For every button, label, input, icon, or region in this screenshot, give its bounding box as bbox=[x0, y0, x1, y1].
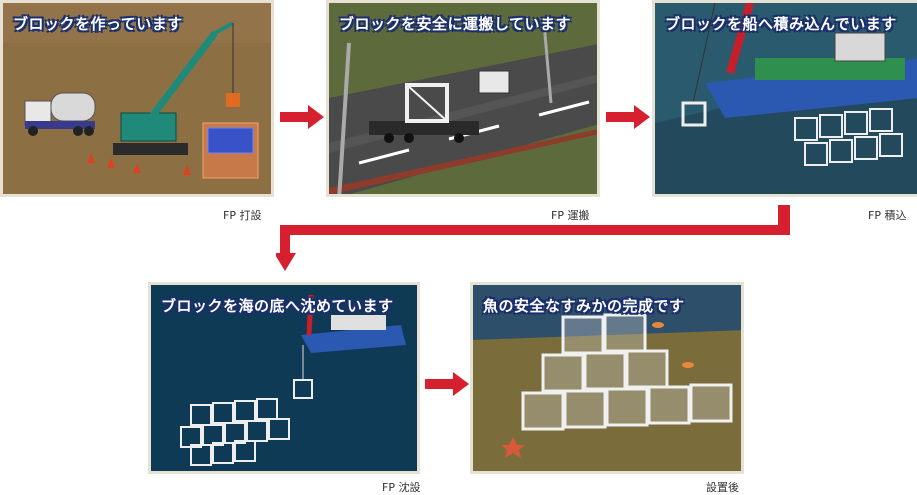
step-caption: FP 打設 bbox=[223, 209, 262, 222]
step-title: ブロックを安全に運搬しています bbox=[339, 15, 572, 33]
right-arrow-icon bbox=[606, 105, 650, 129]
connector-arrow-icon bbox=[276, 205, 790, 271]
loading-scene-illustration bbox=[655, 3, 917, 194]
step-title: ブロックを船へ積み込んでいます bbox=[665, 15, 897, 33]
step-caption: 設置後 bbox=[706, 481, 739, 494]
step-title: ブロックを海の底へ沈めています bbox=[161, 297, 394, 315]
step-caption: FP 運搬 bbox=[551, 209, 590, 222]
step-title: ブロックを作っています bbox=[13, 15, 183, 33]
transport-scene-illustration bbox=[329, 3, 597, 194]
reef-scene-illustration bbox=[473, 285, 741, 471]
casting-scene-illustration bbox=[3, 3, 271, 194]
step-panel-completed: 魚の安全なすみかの完成です bbox=[470, 282, 744, 474]
step-panel-casting: ブロックを作っています bbox=[0, 0, 274, 197]
step-title: 魚の安全なすみかの完成です bbox=[483, 297, 685, 315]
sinking-scene-illustration bbox=[151, 285, 417, 471]
step-panel-sinking: ブロックを海の底へ沈めています bbox=[148, 282, 420, 474]
right-arrow-icon bbox=[425, 372, 469, 396]
step-panel-transport: ブロックを安全に運搬しています bbox=[326, 0, 600, 197]
step-panel-loading: ブロックを船へ積み込んでいます bbox=[652, 0, 917, 197]
right-arrow-icon bbox=[280, 105, 324, 129]
step-caption: FP 積込 bbox=[868, 209, 907, 222]
step-caption: FP 沈設 bbox=[382, 481, 421, 494]
